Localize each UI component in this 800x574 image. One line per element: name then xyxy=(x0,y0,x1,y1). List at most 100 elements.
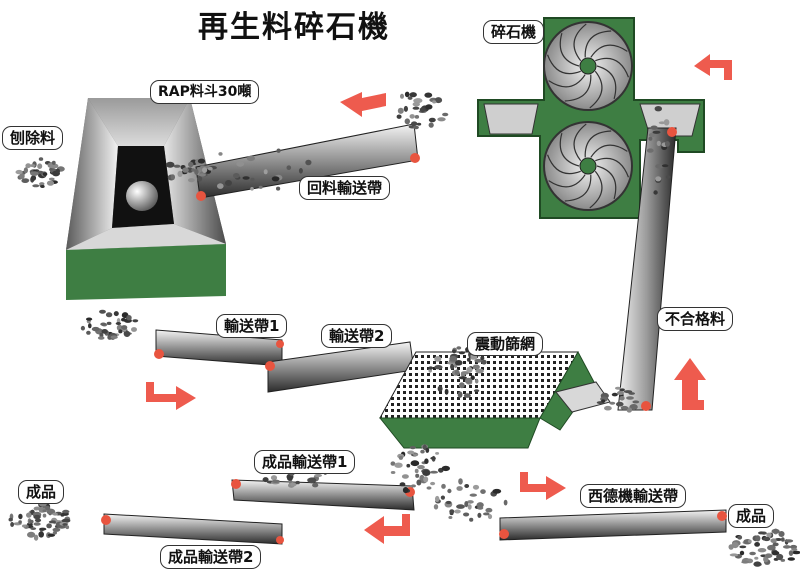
rotor-blade xyxy=(596,165,617,200)
gravel-stone xyxy=(406,463,411,468)
gravel-stone xyxy=(414,115,420,119)
rotor-blade xyxy=(589,70,603,109)
gravel-stone xyxy=(126,315,132,321)
gravel-stone xyxy=(472,484,480,490)
gravel-stone xyxy=(19,173,25,180)
gravel-stone xyxy=(766,532,772,538)
gravel-stone xyxy=(62,509,70,514)
gravel-stone xyxy=(663,119,670,126)
gravel-stone xyxy=(123,330,131,337)
gravel-stone xyxy=(202,167,208,174)
gravel-stone xyxy=(729,553,739,557)
gravel-stone xyxy=(620,405,629,410)
gravel-stone xyxy=(456,346,462,350)
gravel-stone xyxy=(404,91,410,98)
gravel-stone xyxy=(197,158,206,164)
gravel-stone xyxy=(115,322,122,325)
gravel-stone xyxy=(34,518,42,523)
gravel-stone xyxy=(458,382,465,389)
label-conveyor-1: 輸送帶1 xyxy=(216,314,288,338)
gravel-stone xyxy=(626,396,634,400)
gravel-stone xyxy=(30,527,37,530)
gravel-stone xyxy=(434,97,443,104)
gravel-stone xyxy=(615,386,621,390)
label-conveyor-2: 輸送帶2 xyxy=(321,324,393,348)
gravel-stone xyxy=(258,185,263,189)
gravel-stone xyxy=(165,161,175,168)
gravel-stone xyxy=(739,550,745,556)
gravel-stone xyxy=(49,163,59,169)
gravel-stone xyxy=(601,399,606,403)
gravel-stone xyxy=(97,336,105,340)
gravel-stone xyxy=(198,173,206,177)
gravel-stone xyxy=(397,107,404,114)
gravel-stone xyxy=(456,504,465,509)
gravel-stone xyxy=(263,169,268,175)
gravel-stone xyxy=(250,187,254,191)
gravel-stone xyxy=(739,545,747,549)
gravel-stone xyxy=(270,475,278,481)
gravel-stone xyxy=(46,523,52,529)
gravel-stone xyxy=(417,465,425,470)
gravel-stone xyxy=(771,550,780,556)
gravel-stone xyxy=(442,112,449,117)
gravel-stone xyxy=(307,477,317,484)
rotor-blade xyxy=(559,32,580,67)
diagram-title: 再生料碎石機 xyxy=(198,10,390,45)
gravel-stone xyxy=(469,493,477,497)
gravel-stone xyxy=(609,401,616,405)
gravel-stone xyxy=(99,309,106,314)
gravel-stone xyxy=(655,164,664,169)
gravel-stone xyxy=(416,479,422,486)
gravel-stone xyxy=(758,531,765,535)
gravel-stone xyxy=(110,335,118,340)
rotor-blade xyxy=(573,23,587,62)
gravel-stone xyxy=(772,542,779,547)
gravel-stone xyxy=(33,514,41,520)
gravel-stone xyxy=(764,553,773,558)
gravel-stone xyxy=(450,363,455,370)
gravel-stone xyxy=(312,483,319,488)
gravel-stone xyxy=(655,176,662,182)
gravel-stone xyxy=(100,322,107,326)
gravel-stone xyxy=(42,513,47,518)
gravel-stone xyxy=(107,334,113,340)
gravel-stone xyxy=(619,388,625,392)
gravel-stone xyxy=(464,484,470,488)
gravel-stone xyxy=(413,125,419,130)
gravel-stone xyxy=(470,375,475,381)
gravel-stone xyxy=(480,355,485,361)
gravel-stone xyxy=(91,326,100,332)
gravel-stone xyxy=(469,517,474,522)
arrow-left-product xyxy=(364,514,410,544)
rotor-blade xyxy=(590,144,628,158)
gravel-stone xyxy=(412,102,420,107)
gravel-stone xyxy=(428,122,434,128)
rotor-blade xyxy=(546,154,581,175)
side-conveyor-belt xyxy=(499,509,727,541)
rotor-blade xyxy=(584,130,612,158)
gravel-stone xyxy=(39,182,45,186)
gravel-stone xyxy=(177,170,183,177)
gravel-stone xyxy=(492,488,502,494)
gravel-stone xyxy=(61,518,71,523)
gravel-stone xyxy=(55,168,60,174)
gravel-stone xyxy=(409,114,415,119)
gravel-stone xyxy=(435,452,440,455)
gravel-stone xyxy=(754,542,760,547)
gravel-stone xyxy=(467,500,474,504)
gravel-stone xyxy=(791,550,800,555)
gravel-stone xyxy=(425,104,433,110)
gravel-stone xyxy=(106,321,112,325)
gravel-stone xyxy=(788,550,794,556)
gravel-stone xyxy=(18,520,22,524)
gravel-stone xyxy=(65,525,70,530)
gravel-stone xyxy=(191,168,196,172)
gravel-stone xyxy=(463,393,471,398)
gravel-stone xyxy=(286,165,292,170)
gravel-stone xyxy=(30,164,36,168)
gravel-stone xyxy=(33,506,40,511)
arrow-up-right xyxy=(694,54,732,80)
gravel-stone xyxy=(753,561,762,567)
